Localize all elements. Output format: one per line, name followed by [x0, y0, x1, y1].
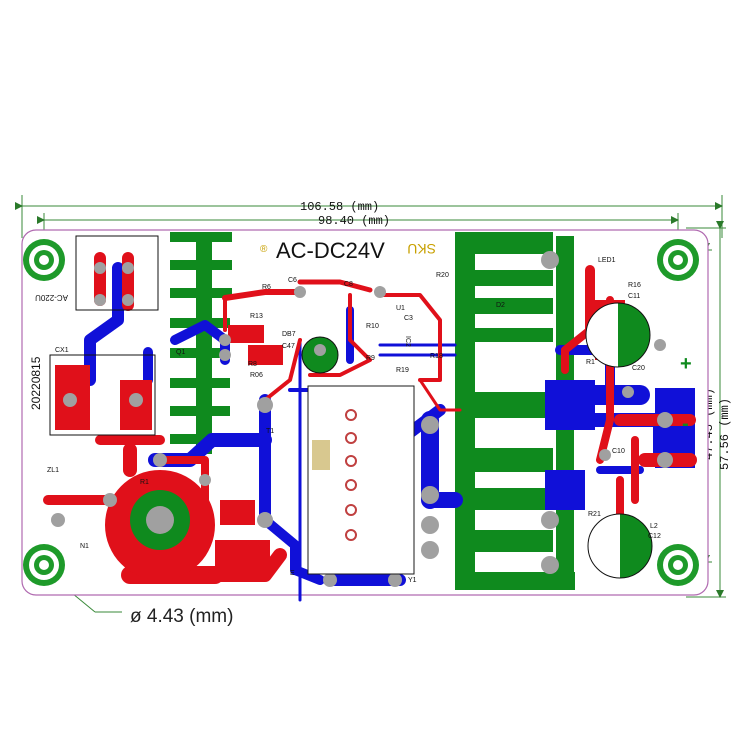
label-r8: R8	[248, 361, 257, 368]
label-c8: C8	[344, 281, 353, 288]
label-c11: C11	[628, 293, 640, 300]
label-r17: R1	[586, 359, 595, 366]
label-db7: DB7	[282, 331, 296, 338]
component-designators: CX1 ZL1 R1 N1 R6 C6 C8 R13 DB7 C47 R8 R0…	[47, 257, 661, 584]
label-r19: R19	[396, 367, 409, 374]
registered-mark: ®	[260, 244, 268, 255]
inner-width-label: 98.40 (mm)	[318, 214, 390, 228]
outer-height-label: 57.56 (mm)	[718, 398, 732, 470]
label-c10: C10	[612, 448, 625, 455]
label-r18: R18	[430, 353, 443, 360]
label-c6: C6	[288, 277, 297, 284]
label-y1: Y1	[408, 577, 417, 584]
minus-sign: -	[682, 413, 689, 435]
label-r9: R9	[366, 355, 375, 362]
label-q1: Q1	[176, 349, 185, 356]
label-l2: L2	[650, 523, 658, 530]
output-capacitor-c12	[587, 513, 653, 579]
label-c20: C20	[632, 365, 645, 372]
input-connector-outline	[75, 235, 159, 311]
label-r21: R21	[588, 511, 601, 518]
label-e1: E	[290, 570, 295, 577]
input-label: AC-220U	[35, 293, 68, 302]
cx1-outline	[49, 354, 156, 436]
label-r20: R20	[436, 272, 449, 279]
mounting-hole-top-left	[23, 239, 65, 281]
mounting-hole-bottom-left	[23, 544, 65, 586]
label-cx1: CX1	[55, 347, 69, 354]
label-r13: R13	[250, 313, 263, 320]
label-r1: R1	[140, 479, 149, 486]
transformer-outline	[307, 385, 415, 575]
output-capacitor-c11	[585, 302, 651, 368]
label-zl1: ZL1	[47, 467, 59, 474]
board-title: AC-DC24V	[276, 238, 385, 263]
label-ic2: IC2	[404, 336, 411, 347]
label-t1: T1	[266, 428, 274, 435]
label-r10: R10	[366, 323, 379, 330]
label-c3: C3	[404, 315, 413, 322]
label-led1: LED1	[598, 257, 616, 264]
hole-diameter-label: ø 4.43 (mm)	[130, 606, 233, 627]
label-r16: R16	[628, 282, 641, 289]
label-c47: C47	[282, 343, 295, 350]
mounting-holes	[23, 239, 699, 586]
label-u1: U1	[396, 305, 405, 312]
date-code: 20220815	[29, 356, 43, 410]
mounting-hole-bottom-right	[657, 544, 699, 586]
plus-sign: +	[680, 353, 692, 375]
label-n1: N1	[80, 543, 89, 550]
label-r6: R6	[262, 284, 271, 291]
mounting-hole-top-right	[657, 239, 699, 281]
label-c12: C12	[648, 533, 661, 540]
pads	[51, 251, 673, 587]
outer-width-label: 106.58 (mm)	[300, 200, 379, 214]
sku-text: SKU	[407, 241, 436, 257]
label-d2: D2	[496, 302, 505, 309]
label-r06: R06	[250, 372, 263, 379]
